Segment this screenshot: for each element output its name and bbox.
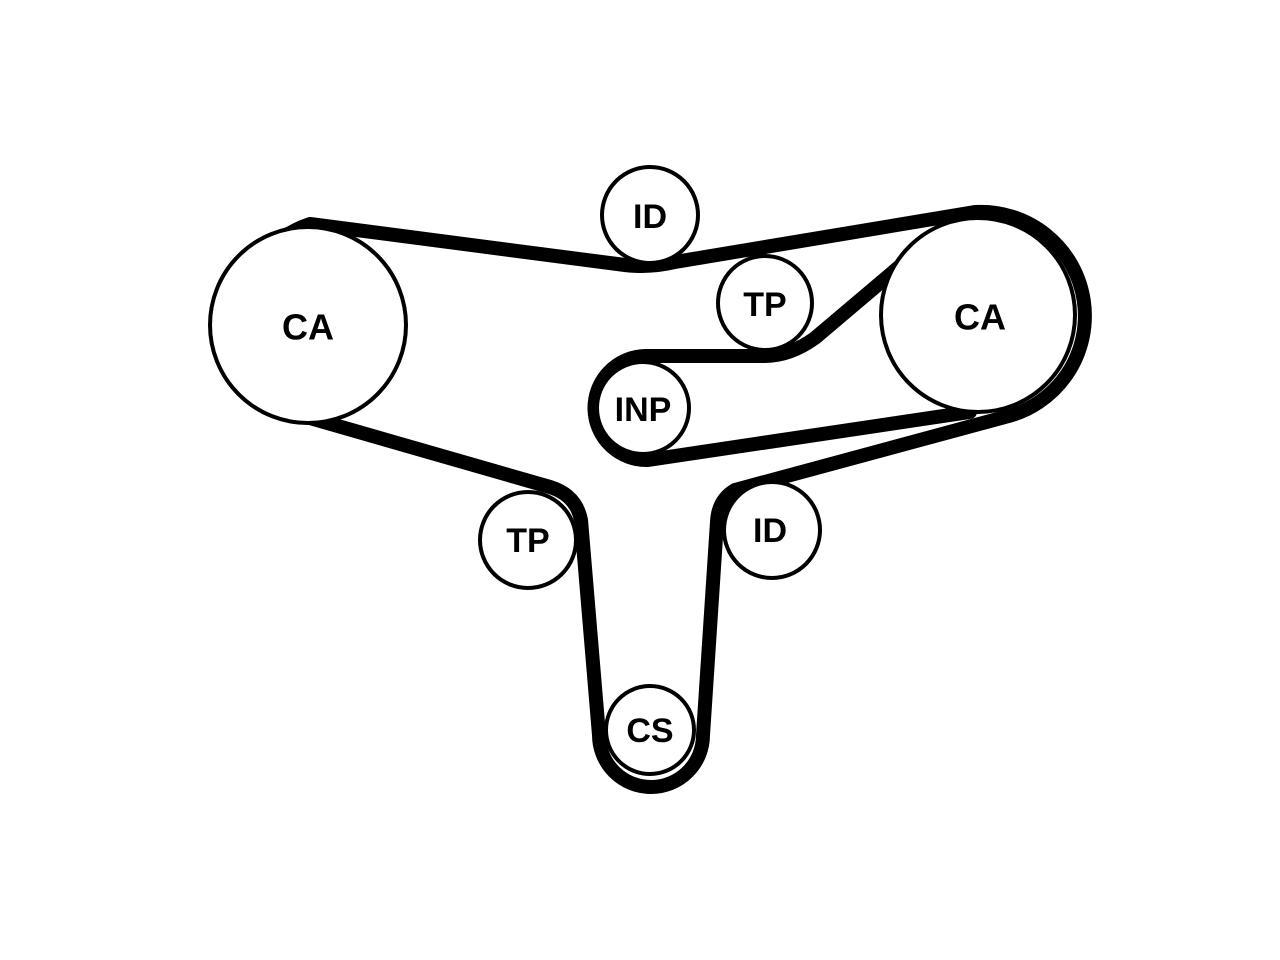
pulley-tp-bottom: TP	[478, 490, 578, 590]
pulley-id-bottom-label: ID	[753, 512, 787, 550]
pulley-tp-bottom-circle	[478, 490, 578, 590]
pulley-id-bottom: ID	[722, 480, 822, 580]
pulley-tp-top: TP	[716, 254, 814, 352]
pulley-id-top-circle	[600, 165, 700, 265]
pulley-inp-circle	[595, 360, 691, 456]
pulley-ca-right: CA	[879, 216, 1077, 414]
pulley-ca-left-label: CA	[282, 307, 334, 348]
pulley-inp: INP	[595, 360, 691, 456]
pulley-ca-right-circle	[879, 216, 1077, 414]
pulley-cs: CS	[604, 684, 696, 776]
belt-inner-loop	[587, 215, 977, 468]
pulley-id-bottom-circle	[722, 480, 822, 580]
pulley-tp-top-label: TP	[743, 286, 786, 324]
pulley-id-top: ID	[600, 165, 700, 265]
pulley-tp-bottom-label: TP	[506, 522, 549, 560]
pulley-ca-right-label: CA	[954, 297, 1006, 338]
pulley-cs-label: CS	[626, 712, 673, 750]
pulley-cs-circle	[604, 684, 696, 776]
pulley-tp-top-circle	[716, 254, 814, 352]
pulley-ca-left-circle	[208, 225, 408, 425]
pulley-inp-label: INP	[615, 391, 672, 429]
pulley-ca-left: CA	[208, 225, 408, 425]
pulley-id-top-label: ID	[633, 198, 667, 236]
